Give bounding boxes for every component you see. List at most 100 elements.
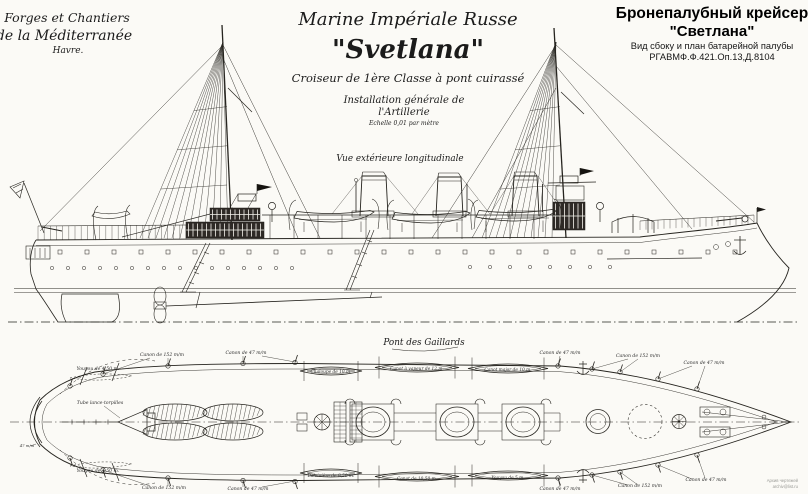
title-nation: Marine Impériale Russe [297,9,517,30]
annotation-leaders [29,355,706,488]
publisher-block: Forges et Chantiers de la Méditerranée H… [0,10,132,56]
gun-label: Canon de 152 m/m [618,483,663,489]
foremast-gaff [560,91,585,115]
title-block: Marine Impériale Russe "Svetlana" Croise… [292,9,525,127]
hawse-pipe [713,244,719,250]
bow-chain-leads [701,411,790,433]
deck-plan-drawing: Pont des Gaillards [10,338,802,492]
superstructure [37,171,755,240]
title-install2: l'Artillerie [378,107,429,118]
hawse-pipe-2 [725,241,731,247]
plan-boats [299,356,549,488]
archive-line4: РГАВМФ.Ф.421.Оп.13,Д.8104 [649,52,774,62]
deck-vents [344,398,552,446]
ship-name: "Svetlana" [332,35,484,65]
jack-flag [757,207,766,212]
gun-label: Canon de 152 m/m [142,485,187,491]
archive-block: Бронепалубный крейсер "Светлана" Вид сбо… [616,5,808,62]
gun-training-circle [627,404,663,439]
propeller [153,286,167,324]
bridge-wing [547,181,597,184]
gun-label: Canon de 47 m/m [683,360,725,366]
archive-line2: "Светлана" [670,23,755,40]
quarter-boat-top [69,373,133,381]
turtleback-house [611,214,655,233]
plan-boat-labels: Chaloupe de 10 m. Canot à vapeur de 12 m… [307,367,532,482]
gun-label: Youyou de 4,50 m. [77,366,120,372]
accommodation-ladder-aft [180,242,211,293]
publisher-line1: Forges et Chantiers [3,10,130,25]
boiler-casing-2 [435,403,479,441]
gun-label: Canon de 47 m/m [685,477,727,483]
bow-capstan [741,215,749,223]
searchlight-aft [268,202,276,222]
foremast-top-platform [559,168,594,184]
bow-gun-barrel [715,217,743,222]
plan-hawse-1 [761,414,767,420]
title-scale-note: Echelle 0,01 par mètre [368,120,439,127]
hull-bow-ram [736,222,790,323]
boat-label: Youyou de 5 m. [491,476,524,481]
rigging [39,41,755,239]
stowed-anchor-bottom [576,469,590,483]
hull-details [29,248,738,270]
foremast-pennant [580,168,594,175]
stern-gallery [25,245,51,260]
boat-label: Canot major de 10 m. [484,368,531,373]
accommodation-ladder-mid [344,229,375,291]
ensign-flag [9,180,25,199]
title-classe: Croiseur de 1ère Classe à pont cuirassé [292,71,525,85]
publisher-line3: Havre. [52,46,84,56]
torpedo-boom [606,257,703,260]
boat-label: Canot à vapeur de 12 m. [390,367,444,372]
conning-tower [585,409,611,434]
gun-label: Canon de 47 m/m [225,350,267,356]
gun-label: Canon de 152 m/m [616,353,661,359]
mainmast-gaff [227,87,253,113]
plan-caption-swash [391,346,459,352]
aft-capstan [313,413,331,431]
archive-line3: Вид сбоку и план батарейной палубы [631,41,794,51]
hull-deck-line-2 [35,227,758,246]
torpedo-tube-axis [62,419,118,425]
boiler-casing-3 [501,403,545,441]
publisher-line2: de la Méditerranée [0,28,132,44]
quarter-boat-bottom [69,461,133,469]
stern-quarter-boat [91,210,131,219]
bow-anchor [733,236,747,255]
skylights [296,401,363,443]
watermark-line1: Архив чертежей [767,478,799,483]
funnel-casing-3 [507,210,544,218]
gun-label: Canon de 152 m/m [140,352,185,358]
stern-davits [93,204,131,241]
side-view-caption: Vue extérieure longitudinale [336,153,463,164]
gun-label: Canon de 47 m/m [227,486,269,492]
stern-walk [29,396,43,448]
fitting-label: Tube lance-torpilles [77,400,124,406]
hull-stern-profile [29,239,59,323]
plan-annotations: Youyou de 4,50 m. Canon de 152 m/m Canon… [19,350,727,492]
gun-label: Canon de 47 m/m [539,350,581,356]
boat-label: Chaloupe de 10 m. [311,370,352,375]
chart-house [555,185,585,201]
archive-line1: Бронепалубный крейсер [616,5,808,22]
gun-label: Youyou de 4,50 m. [77,468,120,474]
ensign-gaff [23,182,45,234]
engine-room-hatching [142,403,264,441]
hull-deck-line [35,222,758,241]
mainmast-pennant [257,184,272,191]
stern-gun-barrel [41,226,63,232]
rudder [60,293,120,323]
stern-arc-bottom [59,449,156,485]
gun-sponsons [67,354,700,490]
forward-capstan [671,414,687,429]
shaft-bracket [195,291,373,309]
watermark: Архив чертежей archiv@list.ru [767,478,799,489]
casing-corridors [394,412,561,432]
plan-caption: Pont des Gaillards [382,338,465,348]
propeller-shaft [165,296,383,307]
plan-hull-inner [41,368,778,476]
title-install1: Installation générale de [343,95,465,106]
watermark-line2: archiv@list.ru [773,484,799,489]
